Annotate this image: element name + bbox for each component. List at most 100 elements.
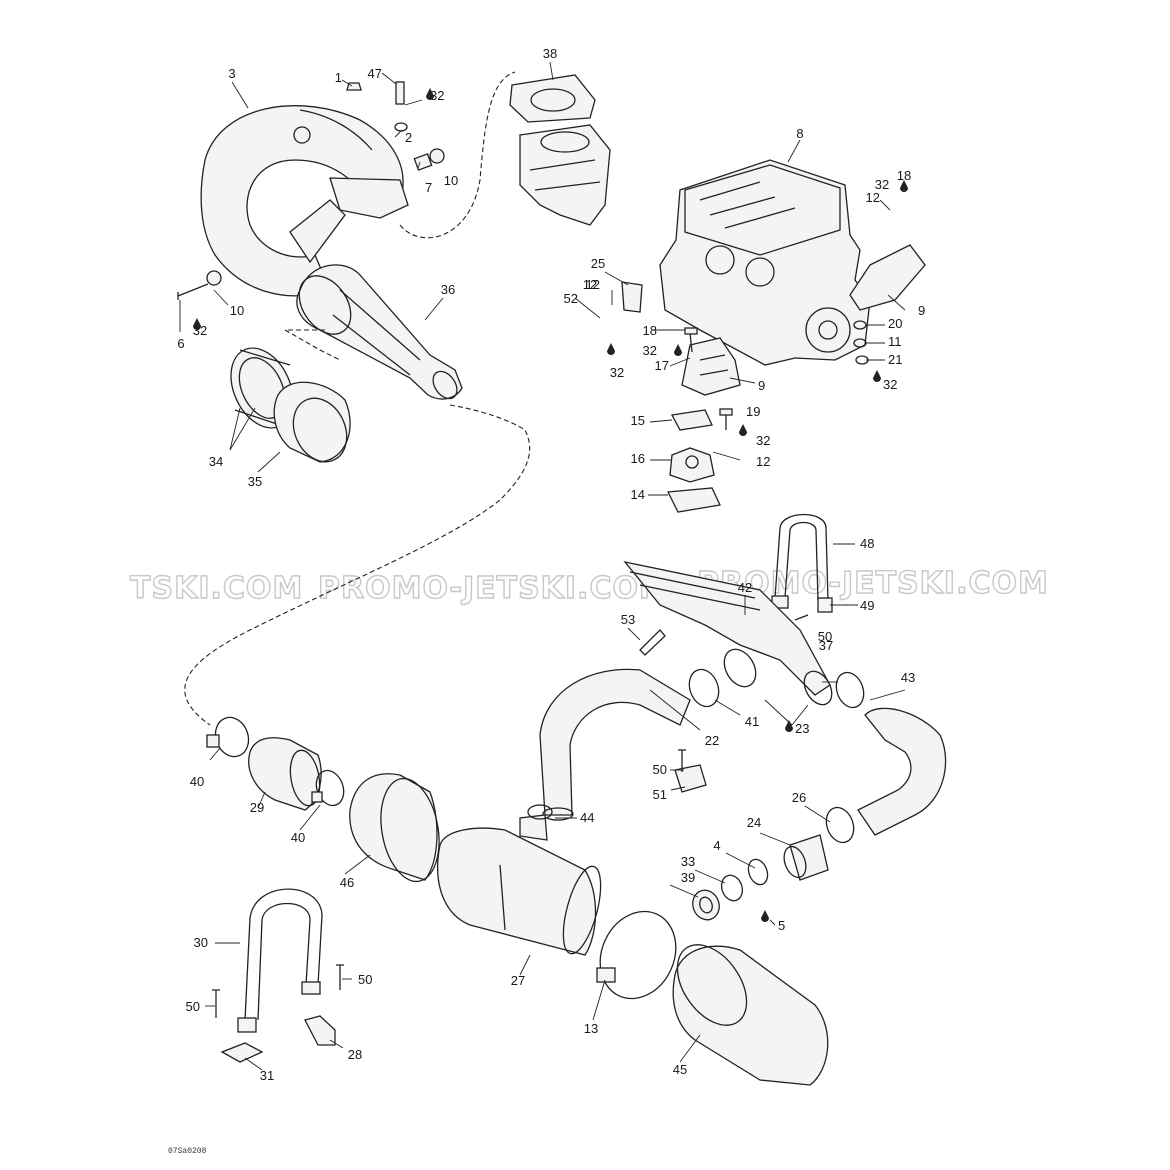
- engine-bracket-right-part: [849, 244, 926, 311]
- callout-c3: 3: [228, 66, 235, 81]
- callout-c28: 28: [348, 1047, 362, 1062]
- callout-c45: 45: [673, 1062, 687, 1077]
- hose-clamp-lower-part: [311, 769, 345, 807]
- callout-c38: 38: [543, 46, 557, 61]
- watermark-left: TSKI.COM: [130, 571, 303, 606]
- callout-c10a: 10: [444, 173, 458, 188]
- exhaust-manifold-part: [200, 105, 409, 297]
- callout-c43: 43: [901, 670, 915, 685]
- callout-c34: 34: [209, 454, 223, 469]
- callout-c40a: 40: [190, 774, 204, 789]
- callout-c18b: 18: [897, 168, 911, 183]
- callout-c37: 37: [819, 638, 833, 653]
- callout-c32f: 32: [883, 377, 897, 392]
- small-bracket-part: [621, 281, 643, 313]
- bolt-18a-part: [684, 327, 698, 353]
- callout-c11: 11: [888, 334, 902, 349]
- callout-c32e: 32: [756, 433, 770, 448]
- resonator-part: [672, 944, 829, 1086]
- callout-c31: 31: [260, 1068, 274, 1083]
- curved-hose-part: [539, 668, 691, 821]
- bracket-31-part: [220, 1042, 264, 1063]
- callout-c32b: 32: [193, 323, 207, 338]
- exhaust-outlet-part: [519, 124, 611, 226]
- bracket-28-part: [304, 1015, 336, 1046]
- rivet-50a-part: [678, 749, 686, 772]
- callout-c17: 17: [655, 358, 669, 373]
- hose-clamp-26-part: [825, 806, 855, 844]
- callout-c14: 14: [631, 487, 645, 502]
- rivet-50b-part: [212, 989, 220, 1018]
- callout-c15: 15: [631, 413, 645, 428]
- bracket-51-part: [674, 764, 707, 793]
- rivet-50c-part: [336, 964, 344, 990]
- engine-bracket-lower-part: [681, 337, 741, 396]
- callout-c32d: 32: [610, 365, 624, 380]
- expansion-chamber-part: [296, 264, 463, 400]
- coupler-sleeve-part: [273, 381, 351, 463]
- watermark-middle: PROMO-JETSKI.COM: [318, 571, 670, 606]
- assembly-guide-lines: [184, 71, 531, 726]
- muffler-part: [437, 814, 602, 956]
- pipe-fitting-part: [783, 834, 829, 881]
- callout-c25: 25: [591, 256, 605, 271]
- callout-c2: 2: [405, 130, 412, 145]
- callout-c27: 27: [511, 973, 525, 988]
- exhaust-gasket-part: [509, 74, 596, 123]
- callout-c26: 26: [792, 790, 806, 805]
- callout-c32a: 32: [430, 88, 444, 103]
- callout-c35: 35: [248, 474, 262, 489]
- callout-c12c: 12: [756, 454, 770, 469]
- callout-c47: 47: [368, 66, 382, 81]
- bolt-6-part: [177, 283, 209, 300]
- bolt-19-part: [719, 408, 733, 430]
- o-ring-4-part: [747, 858, 769, 886]
- large-sleeve-part: [349, 773, 440, 883]
- callout-c13: 13: [584, 1021, 598, 1036]
- shim-part: [670, 409, 713, 431]
- elbow-hose-part: [857, 707, 947, 836]
- callout-c6: 6: [177, 336, 184, 351]
- callout-c1: 1: [335, 70, 342, 85]
- callout-c33: 33: [681, 854, 695, 869]
- callout-c10b: 10: [230, 303, 244, 318]
- callout-c36: 36: [441, 282, 455, 297]
- callout-c46: 46: [340, 875, 354, 890]
- callout-c20: 20: [888, 316, 902, 331]
- grommet-10a-part: [429, 148, 445, 164]
- callout-c41: 41: [745, 714, 759, 729]
- callout-c12d: 12: [583, 277, 597, 292]
- callout-c8: 8: [796, 126, 803, 141]
- callout-c29: 29: [250, 800, 264, 815]
- hose-clamp-44-part: [527, 804, 553, 820]
- callout-c21: 21: [888, 352, 902, 367]
- callout-c53: 53: [621, 612, 635, 627]
- callout-c16: 16: [631, 451, 645, 466]
- nut-39-part: [692, 889, 720, 921]
- callout-c4: 4: [713, 838, 720, 853]
- bolt-47-part: [395, 81, 405, 105]
- callout-c24: 24: [747, 815, 761, 830]
- threadlocker-drops: [193, 88, 908, 922]
- hose-clamp-41-part: [688, 668, 720, 708]
- callout-leaders: [179, 61, 906, 1071]
- diagram-code: 07Sa0208: [168, 1147, 207, 1156]
- callout-c30: 30: [194, 935, 208, 950]
- callout-c9b: 9: [758, 378, 765, 393]
- rivet-50d-part: [794, 614, 809, 621]
- grommet-10b-part: [206, 270, 222, 286]
- watermark: TSKI.COM PROMO-JETSKI.COM PROMO-JETSKI.C…: [129, 565, 1048, 606]
- callout-c7: 7: [425, 180, 432, 195]
- callout-c49: 49: [860, 598, 874, 613]
- callout-c5: 5: [778, 918, 785, 933]
- callout-c50b: 50: [653, 762, 667, 777]
- callout-c23: 23: [795, 721, 809, 736]
- retaining-strap-bottom-part: [237, 888, 323, 1033]
- tie-53-part: [639, 629, 666, 656]
- hose-clamp-37-part: [835, 671, 865, 709]
- ring-33-part: [720, 874, 744, 902]
- callout-c19: 19: [746, 404, 760, 419]
- callout-c42: 42: [738, 580, 752, 595]
